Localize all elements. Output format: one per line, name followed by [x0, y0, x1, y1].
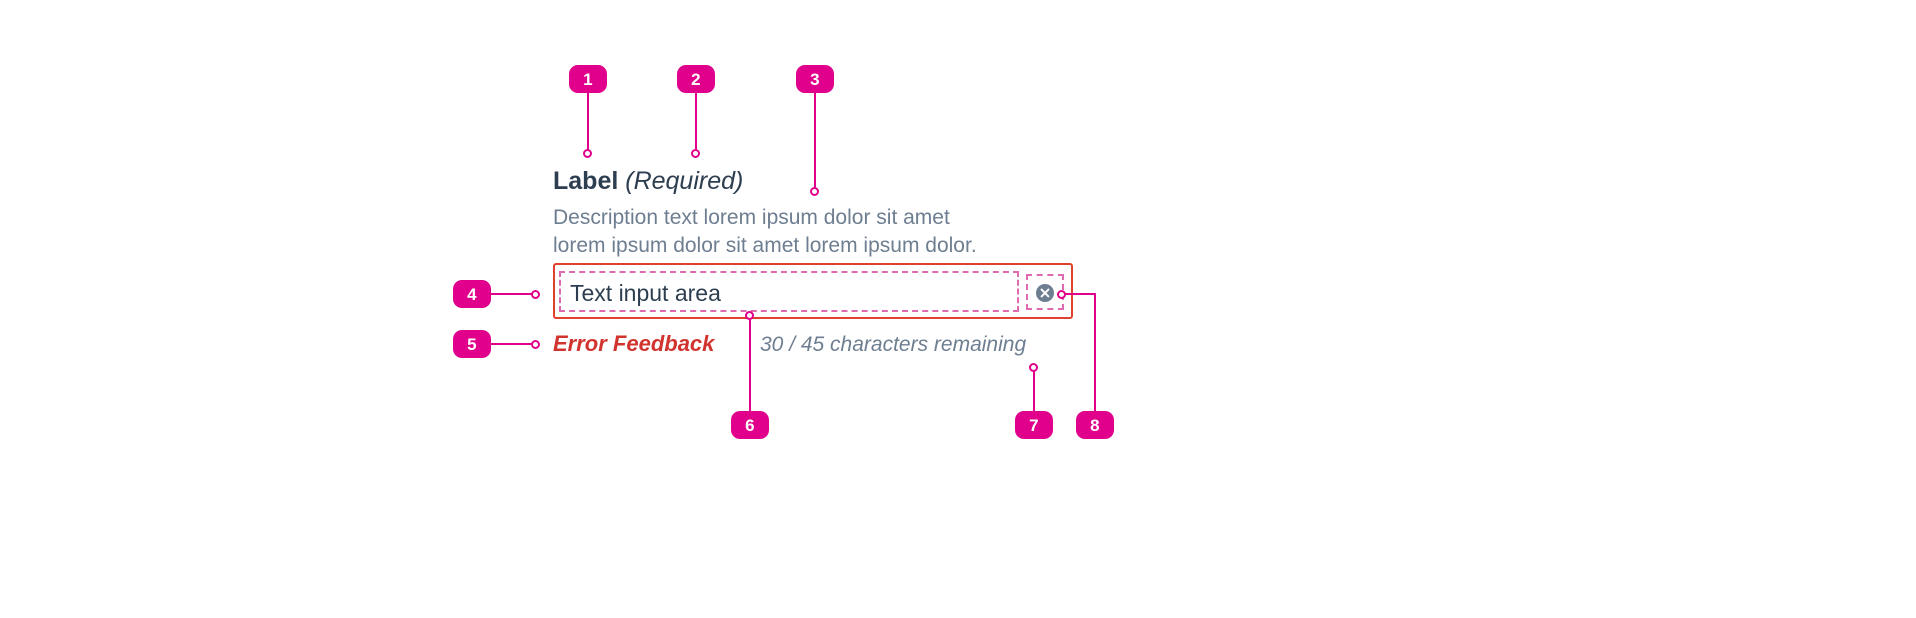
callout-badge-6[interactable]: 6: [731, 411, 769, 439]
callout-leader-8: [1094, 294, 1096, 411]
callout-leader-5: [491, 343, 533, 345]
clear-circle-x-icon[interactable]: [1035, 283, 1055, 303]
error-feedback-text: Error Feedback: [553, 331, 715, 356]
annotation-box-input-text: [559, 271, 1019, 312]
callout-badge-2[interactable]: 2: [677, 65, 715, 93]
callout-leader-1: [587, 93, 589, 150]
callout-endpoint-4: [531, 290, 540, 299]
input-footer-row: Error Feedback 30 / 45 characters remain…: [553, 330, 1113, 362]
callout-badge-5[interactable]: 5: [453, 330, 491, 358]
callout-leader-6: [749, 317, 751, 411]
required-indicator: (Required): [625, 167, 744, 195]
callout-badge-8[interactable]: 8: [1076, 411, 1114, 439]
callout-endpoint-3: [810, 187, 819, 196]
callout-leader-7: [1033, 369, 1035, 411]
callout-badge-1[interactable]: 1: [569, 65, 607, 93]
callout-leader-4: [491, 293, 533, 295]
field-label-text: Label: [553, 167, 619, 195]
callout-endpoint-1: [583, 149, 592, 158]
callout-badge-7[interactable]: 7: [1015, 411, 1053, 439]
callout-leader-3: [814, 93, 816, 188]
text-input-value[interactable]: Text input area: [570, 280, 721, 306]
callout-leader-2: [695, 93, 697, 150]
callout-leader-8-horizontal: [1064, 293, 1096, 295]
callout-badge-4[interactable]: 4: [453, 280, 491, 308]
callout-endpoint-6: [745, 311, 754, 320]
callout-endpoint-7: [1029, 363, 1038, 372]
character-counter: 30 / 45 characters remaining: [760, 333, 1027, 356]
field-description: Description text lorem ipsum dolor sit a…: [553, 206, 977, 257]
callout-endpoint-8: [1057, 290, 1066, 299]
callout-badge-3[interactable]: 3: [796, 65, 834, 93]
callout-endpoint-2: [691, 149, 700, 158]
callout-endpoint-5: [531, 340, 540, 349]
field-label-row: Label (Required): [553, 166, 743, 196]
